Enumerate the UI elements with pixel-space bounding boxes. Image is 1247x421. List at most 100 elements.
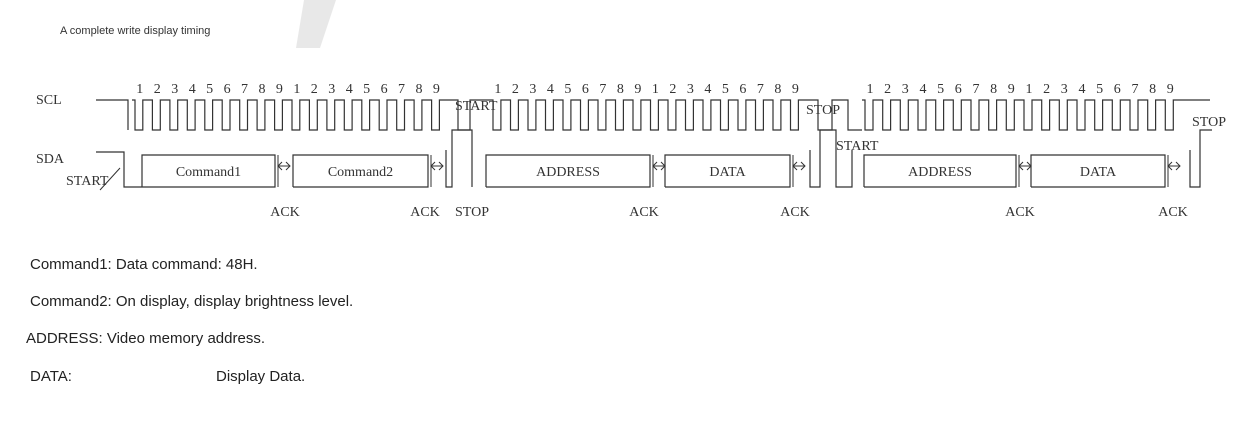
stop-label-1: STOP — [455, 205, 489, 220]
bit-number: 6 — [955, 82, 962, 97]
bit-number: 1 — [1026, 82, 1033, 97]
scl-clock-waveform — [96, 99, 1210, 131]
bit-number: 1 — [867, 82, 874, 97]
ack-label: ACK — [1005, 205, 1035, 220]
bit-number: 9 — [433, 82, 440, 97]
bit-number: 2 — [512, 82, 519, 97]
bit-number: 2 — [1043, 82, 1050, 97]
bit-number: 4 — [547, 82, 554, 97]
bit-number: 8 — [990, 82, 997, 97]
bit-number: 4 — [920, 82, 927, 97]
note-command2: Command2: On display, display brightness… — [30, 293, 354, 310]
start-diagonal — [99, 167, 121, 191]
bit-number: 5 — [937, 82, 944, 97]
bit-number: 9 — [1008, 82, 1015, 97]
ack-arrow — [1167, 161, 1181, 171]
start-label-2: START — [455, 99, 498, 114]
bit-number: 6 — [1114, 82, 1121, 97]
bit-number: 6 — [582, 82, 589, 97]
sda-data-box — [863, 154, 1017, 188]
bit-number: 8 — [1149, 82, 1156, 97]
bit-number: 2 — [669, 82, 676, 97]
data-box-label: DATA — [709, 165, 746, 180]
bit-number: 9 — [792, 82, 799, 97]
sda-data-box — [292, 154, 429, 188]
bit-number: 8 — [774, 82, 781, 97]
ack-label: ACK — [780, 205, 810, 220]
bit-number: 1 — [293, 82, 300, 97]
bit-number: 3 — [529, 82, 536, 97]
ack-arrow — [430, 161, 444, 171]
ack-label: ACK — [410, 205, 440, 220]
scl-gap-2 — [805, 99, 862, 131]
stop-label-2: STOP — [806, 103, 840, 118]
ack-label: ACK — [1158, 205, 1188, 220]
scl-waveform — [96, 99, 1180, 131]
bit-number: 5 — [564, 82, 571, 97]
diagram-caption: A complete write display timing — [60, 25, 211, 37]
bit-number: 7 — [1132, 82, 1139, 97]
sda-data-box — [485, 154, 651, 188]
sda-data-box — [141, 154, 276, 188]
scl-label: SCL — [36, 93, 62, 108]
note-address: ADDRESS: Video memory address. — [26, 330, 265, 347]
bit-number: 4 — [189, 82, 196, 97]
data-box-label: ADDRESS — [536, 165, 600, 180]
ack-label: ACK — [629, 205, 659, 220]
bit-number: 9 — [1167, 82, 1174, 97]
note-command1: Command1: Data command: 48H. — [30, 256, 258, 273]
note-data-key: DATA: — [30, 368, 72, 385]
bit-number: 3 — [171, 82, 178, 97]
bit-number: 7 — [973, 82, 980, 97]
start-label-1: START — [66, 174, 109, 189]
ack-arrow — [792, 161, 806, 171]
ack-arrow — [652, 161, 666, 171]
bit-number: 1 — [652, 82, 659, 97]
ack-arrow — [277, 161, 291, 171]
bit-number: 6 — [224, 82, 231, 97]
bit-number: 8 — [416, 82, 423, 97]
bit-number: 3 — [902, 82, 909, 97]
bit-number: 7 — [757, 82, 764, 97]
bit-number: 4 — [346, 82, 353, 97]
note-data-value: Display Data. — [216, 368, 306, 385]
bit-number: 9 — [276, 82, 283, 97]
ack-label: ACK — [270, 205, 300, 220]
bit-number: 7 — [241, 82, 248, 97]
bit-number: 5 — [363, 82, 370, 97]
bit-number: 3 — [328, 82, 335, 97]
bit-number: 5 — [722, 82, 729, 97]
bit-number: 4 — [1079, 82, 1086, 97]
bit-number: 5 — [206, 82, 213, 97]
bit-number: 2 — [311, 82, 318, 97]
bit-number: 1 — [494, 82, 501, 97]
bit-number: 7 — [599, 82, 606, 97]
bit-number: 3 — [687, 82, 694, 97]
bit-number: 5 — [1096, 82, 1103, 97]
note-data: DATA: Display Data. — [30, 368, 305, 385]
bit-number: 9 — [634, 82, 641, 97]
data-box-label: Command1 — [176, 165, 241, 180]
data-box-label: DATA — [1080, 165, 1117, 180]
sda-stop-end — [1189, 129, 1212, 188]
bit-number: 1 — [136, 82, 143, 97]
bit-number: 6 — [381, 82, 388, 97]
bit-number: 2 — [884, 82, 891, 97]
bit-number: 3 — [1061, 82, 1068, 97]
sda-label: SDA — [36, 152, 65, 167]
data-box-label: ADDRESS — [908, 165, 972, 180]
bit-number: 2 — [154, 82, 161, 97]
bit-number: 7 — [398, 82, 405, 97]
stop-label-3: STOP — [1192, 115, 1226, 130]
ack-arrow — [1018, 161, 1032, 171]
bit-number: 8 — [617, 82, 624, 97]
signal-lines — [96, 129, 1212, 191]
bit-number: 6 — [739, 82, 746, 97]
start-label-3: START — [836, 139, 879, 154]
sda-stop-start-1 — [445, 129, 473, 188]
bit-number: 4 — [704, 82, 711, 97]
data-box-label: Command2 — [328, 165, 393, 180]
